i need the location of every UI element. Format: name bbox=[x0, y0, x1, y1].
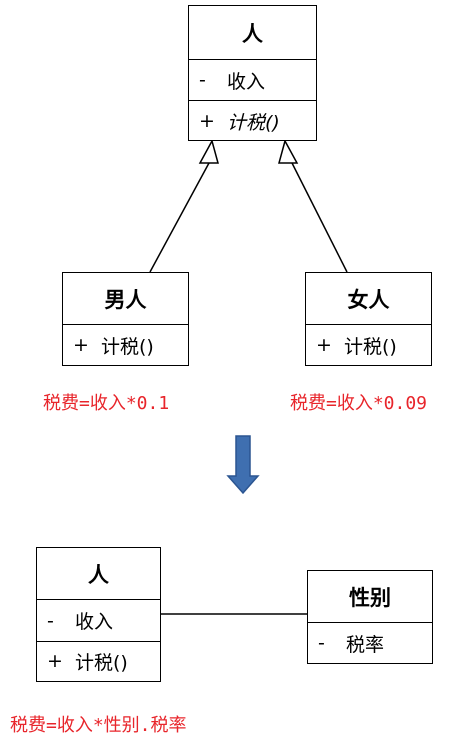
method-row: + 计税() bbox=[63, 325, 188, 365]
attribute-row: - 收入 bbox=[37, 600, 160, 642]
female-tax-formula: 税费=收入*0.09 bbox=[290, 393, 428, 414]
visibility-marker: + bbox=[199, 110, 215, 132]
class-male: 男人 + 计税() bbox=[62, 272, 189, 366]
inheritance-line-female bbox=[291, 162, 348, 273]
visibility-marker: + bbox=[73, 334, 89, 356]
visibility-marker: + bbox=[47, 650, 63, 672]
class-title: 人 bbox=[189, 6, 316, 60]
method-row: + 计税() bbox=[306, 325, 431, 365]
attribute-row: - 收入 bbox=[189, 60, 316, 101]
attribute-name: 收入 bbox=[227, 70, 266, 93]
class-title: 性别 bbox=[308, 571, 432, 623]
transform-down-arrow bbox=[226, 435, 260, 495]
attribute-name: 收入 bbox=[75, 611, 114, 633]
method-name: 计税() bbox=[101, 335, 154, 358]
inheritance-arrowhead-left bbox=[198, 139, 219, 164]
method-name: 计税() bbox=[75, 651, 128, 674]
visibility-marker: - bbox=[318, 632, 325, 654]
method-name: 计税() bbox=[227, 111, 280, 134]
visibility-marker: - bbox=[47, 609, 54, 632]
class-title: 女人 bbox=[306, 273, 431, 325]
gender-tax-formula: 税费=收入*性别.税率 bbox=[10, 715, 187, 736]
visibility-marker: - bbox=[199, 69, 206, 91]
class-title: 男人 bbox=[63, 273, 188, 325]
method-name: 计税() bbox=[344, 335, 397, 358]
attribute-row: - 税率 bbox=[308, 623, 432, 663]
class-title: 人 bbox=[37, 548, 160, 600]
attribute-name: 税率 bbox=[346, 633, 385, 656]
inheritance-arrowhead-right bbox=[278, 139, 299, 164]
male-tax-formula: 税费=收入*0.1 bbox=[43, 393, 170, 414]
class-gender: 性别 - 税率 bbox=[307, 570, 433, 664]
method-row: + 计税() bbox=[37, 642, 160, 680]
class-female: 女人 + 计税() bbox=[305, 272, 432, 366]
class-person-bottom: 人 - 收入 + 计税() bbox=[36, 547, 161, 682]
visibility-marker: + bbox=[316, 334, 332, 356]
class-person-top: 人 - 收入 + 计税() bbox=[188, 5, 317, 141]
method-row: + 计税() bbox=[189, 101, 316, 141]
inheritance-line-male bbox=[149, 162, 210, 273]
